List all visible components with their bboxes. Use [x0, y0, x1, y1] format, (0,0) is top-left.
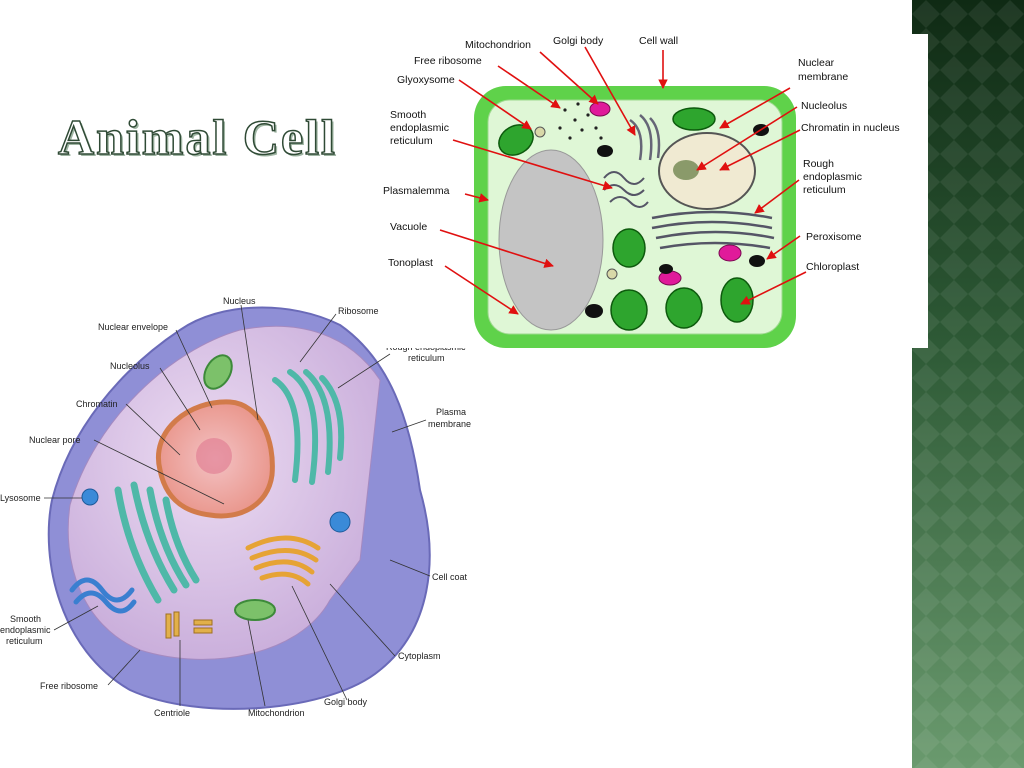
- animal-cell-diagram: Nucleus Ribosome Nuclear envelope Rough …: [0, 296, 471, 718]
- animal-centrioles: [165, 611, 213, 639]
- label-plasmalemma: Plasmalemma: [383, 185, 450, 197]
- label-smooth-er-1: Smooth: [390, 109, 426, 121]
- label-smooth-er-3: reticulum: [390, 135, 433, 147]
- plant-label-arrows: [439, 46, 807, 315]
- label-chromatin: Chromatin in nucleus: [801, 122, 900, 134]
- animal-label-nuclear-envelope: Nuclear envelope: [98, 322, 168, 332]
- animal-label-nuclear-pore: Nuclear pore: [29, 435, 81, 445]
- animal-vesicle: [329, 511, 351, 533]
- animal-golgi-body: [245, 535, 321, 587]
- side-decoration-band: [912, 0, 1024, 768]
- plant-nucleolus: [673, 160, 699, 180]
- animal-lysosome: [81, 488, 99, 506]
- plant-cell-svg: Mitochondrion Golgi body Cell wall Free …: [383, 35, 900, 348]
- free-ribosomes: [558, 102, 603, 140]
- animal-smooth-er: [69, 577, 137, 614]
- animal-leader-lines: [44, 304, 431, 707]
- label-nucleolus: Nucleolus: [801, 100, 847, 112]
- peroxisomes: [585, 124, 769, 318]
- animal-label-cell-coat: Cell coat: [432, 572, 468, 582]
- label-peroxisome: Peroxisome: [806, 231, 862, 243]
- animal-label-cytoplasm: Cytoplasm: [398, 651, 441, 661]
- animal-mitochondrion-2: [203, 354, 233, 390]
- animal-label-free-ribosome: Free ribosome: [40, 681, 98, 691]
- label-golgi-body: Golgi body: [553, 35, 604, 47]
- animal-rough-er: [272, 369, 345, 485]
- nucleus: [658, 132, 756, 210]
- chloroplasts: [498, 107, 754, 331]
- label-mitochondrion: Mitochondrion: [465, 39, 531, 51]
- animal-label-rough-er-2: reticulum: [408, 353, 445, 363]
- plant-golgi-body: [629, 114, 661, 161]
- label-vacuole: Vacuole: [390, 221, 427, 233]
- animal-rough-er-2: [114, 481, 200, 604]
- animal-label-golgi-body: Golgi body: [324, 697, 368, 707]
- slide-title: Animal Cell: [57, 108, 337, 166]
- animal-label-mitochondrion: Mitochondrion: [248, 708, 305, 718]
- label-rough-er-1: Rough: [803, 158, 834, 170]
- animal-label-plasma-membrane-2: membrane: [428, 419, 471, 429]
- label-rough-er-3: reticulum: [803, 184, 846, 196]
- animal-label-smooth-er-2: endoplasmic: [0, 625, 51, 635]
- plant-cell-diagram: Mitochondrion Golgi body Cell wall Free …: [382, 34, 928, 348]
- glyoxysome-2: [606, 268, 618, 280]
- label-tonoplast: Tonoplast: [388, 257, 433, 269]
- animal-label-smooth-er-3: reticulum: [6, 636, 43, 646]
- animal-label-chromatin: Chromatin: [76, 399, 118, 409]
- animal-label-lysosome: Lysosome: [0, 493, 41, 503]
- animal-label-nucleolus: Nucleolus: [110, 361, 150, 371]
- animal-label-nucleus: Nucleus: [223, 296, 256, 306]
- label-cell-wall: Cell wall: [639, 35, 678, 47]
- label-nuclear-membrane-2: membrane: [798, 71, 848, 83]
- label-rough-er-2: endoplasmic: [803, 171, 862, 183]
- label-smooth-er-2: endoplasmic: [390, 122, 449, 134]
- label-nuclear-membrane-1: Nuclear: [798, 57, 835, 69]
- animal-label-plasma-membrane-1: Plasma: [436, 407, 466, 417]
- label-glyoxysome: Glyoxysome: [397, 74, 455, 86]
- label-free-ribosome: Free ribosome: [414, 55, 482, 67]
- label-chloroplast: Chloroplast: [806, 261, 859, 273]
- animal-label-smooth-er-1: Smooth: [10, 614, 41, 624]
- animal-label-ribosome: Ribosome: [338, 306, 379, 316]
- mitochondria: [589, 101, 742, 286]
- animal-nucleolus: [196, 438, 232, 474]
- plant-rough-er: [651, 210, 775, 250]
- vacuole: [498, 149, 604, 331]
- animal-label-centriole: Centriole: [154, 708, 190, 718]
- glyoxysome: [534, 126, 546, 138]
- animal-mitochondrion: [234, 599, 276, 621]
